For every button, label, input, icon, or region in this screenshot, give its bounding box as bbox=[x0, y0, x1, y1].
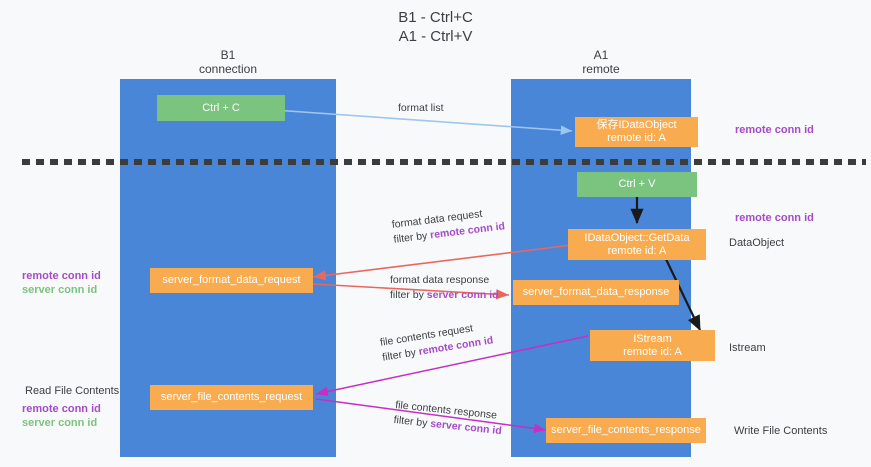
column-header-b1-name: B1 bbox=[220, 48, 236, 62]
edge-label-format-data-request: format data request filter by remote con… bbox=[391, 204, 506, 247]
column-header-a1: A1 remote bbox=[511, 48, 691, 76]
column-header-b1-sub: connection bbox=[198, 62, 258, 76]
left-label-remote-conn-id-2: remote conn id bbox=[22, 403, 101, 415]
title-line-2: A1 - Ctrl+V bbox=[398, 28, 473, 45]
column-header-b1: B1 connection bbox=[120, 48, 336, 76]
right-label-istream-text: Istream bbox=[729, 342, 766, 354]
node-save-idataobject-line1: 保存IDataObject bbox=[596, 119, 677, 131]
node-server-format-data-response[interactable]: server_format_data_response bbox=[513, 280, 679, 305]
right-label-write-file-contents: Write File Contents bbox=[734, 424, 827, 438]
right-label-remote-conn-id-top: remote conn id bbox=[735, 123, 814, 137]
edge-label-file-contents-response: file contents response filter by server … bbox=[393, 398, 504, 439]
node-ctrl-v-label: Ctrl + V bbox=[618, 178, 656, 190]
right-label-remote-conn-id-mid-text: remote conn id bbox=[735, 212, 814, 224]
node-istream-line2: remote id: A bbox=[623, 345, 682, 358]
filter-by-text: filter by bbox=[390, 289, 427, 301]
node-ctrl-c-label: Ctrl + C bbox=[202, 101, 240, 114]
left-label-server-conn-id: server conn id bbox=[22, 284, 98, 296]
node-ctrl-c[interactable]: Ctrl + C bbox=[157, 95, 285, 121]
edge-label-format-data-response-line1: format data response bbox=[390, 274, 490, 286]
left-label-read-file-contents: Read File Contents bbox=[25, 384, 119, 398]
page-title: B1 - Ctrl+C A1 - Ctrl+V bbox=[0, 8, 871, 46]
edge-label-format-list: format list bbox=[398, 101, 444, 116]
right-label-remote-conn-id-mid: remote conn id bbox=[735, 211, 814, 225]
edge-label-file-contents-request: file contents request filter by remote c… bbox=[379, 318, 494, 365]
right-label-dataobject-text: DataObject bbox=[729, 237, 785, 249]
node-getdata-line2: remote id: A bbox=[607, 244, 667, 257]
node-server-format-data-request-label: server_format_data_request bbox=[162, 274, 301, 286]
edge-label-format-list-line1: format list bbox=[398, 102, 444, 114]
node-getdata-line1: IDataObject::GetData bbox=[584, 231, 690, 244]
left-label-server-conn-id-2: server conn id bbox=[22, 417, 98, 429]
node-server-file-contents-request[interactable]: server_file_contents_request bbox=[150, 385, 313, 410]
edge-label-format-data-response: format data response filter by server co… bbox=[390, 273, 499, 303]
filter-by-text: filter by bbox=[393, 413, 431, 430]
left-label-read-file-contents-text: Read File Contents bbox=[25, 385, 120, 397]
column-header-a1-sub: remote bbox=[582, 62, 620, 76]
node-save-idataobject-line2: remote id: A bbox=[607, 132, 666, 144]
node-server-file-contents-request-label: server_file_contents_request bbox=[160, 391, 303, 403]
left-label-conn-ids-bottom: remote conn id server conn id bbox=[22, 402, 101, 430]
node-save-idataobject[interactable]: 保存IDataObject remote id: A bbox=[575, 117, 698, 147]
node-server-format-data-request[interactable]: server_format_data_request bbox=[150, 268, 313, 293]
node-server-file-contents-response[interactable]: server_file_contents_response bbox=[546, 418, 706, 443]
left-label-conn-ids-top: remote conn id server conn id bbox=[22, 269, 101, 297]
right-label-dataobject: DataObject bbox=[729, 236, 784, 250]
node-idataobject-getdata[interactable]: IDataObject::GetData remote id: A bbox=[568, 229, 706, 260]
right-label-remote-conn-id-top-text: remote conn id bbox=[735, 124, 814, 136]
column-header-a1-name: A1 bbox=[593, 48, 609, 62]
right-label-write-file-contents-text: Write File Contents bbox=[734, 425, 828, 437]
node-istream-line1: IStream bbox=[633, 332, 672, 345]
filter-by-text: filter by bbox=[392, 229, 431, 246]
right-label-istream: Istream bbox=[729, 341, 766, 355]
node-server-file-contents-response-label: server_file_contents_response bbox=[551, 424, 701, 436]
node-ctrl-v[interactable]: Ctrl + V bbox=[577, 172, 697, 197]
node-server-format-data-response-label: server_format_data_response bbox=[522, 286, 670, 298]
left-label-remote-conn-id: remote conn id bbox=[22, 270, 101, 282]
edge-label-format-data-response-line2: filter by server conn id bbox=[390, 288, 499, 303]
title-line-1: B1 - Ctrl+C bbox=[398, 9, 473, 26]
filter-key-server-conn-id: server conn id bbox=[426, 289, 499, 301]
node-istream[interactable]: IStream remote id: A bbox=[590, 330, 715, 361]
